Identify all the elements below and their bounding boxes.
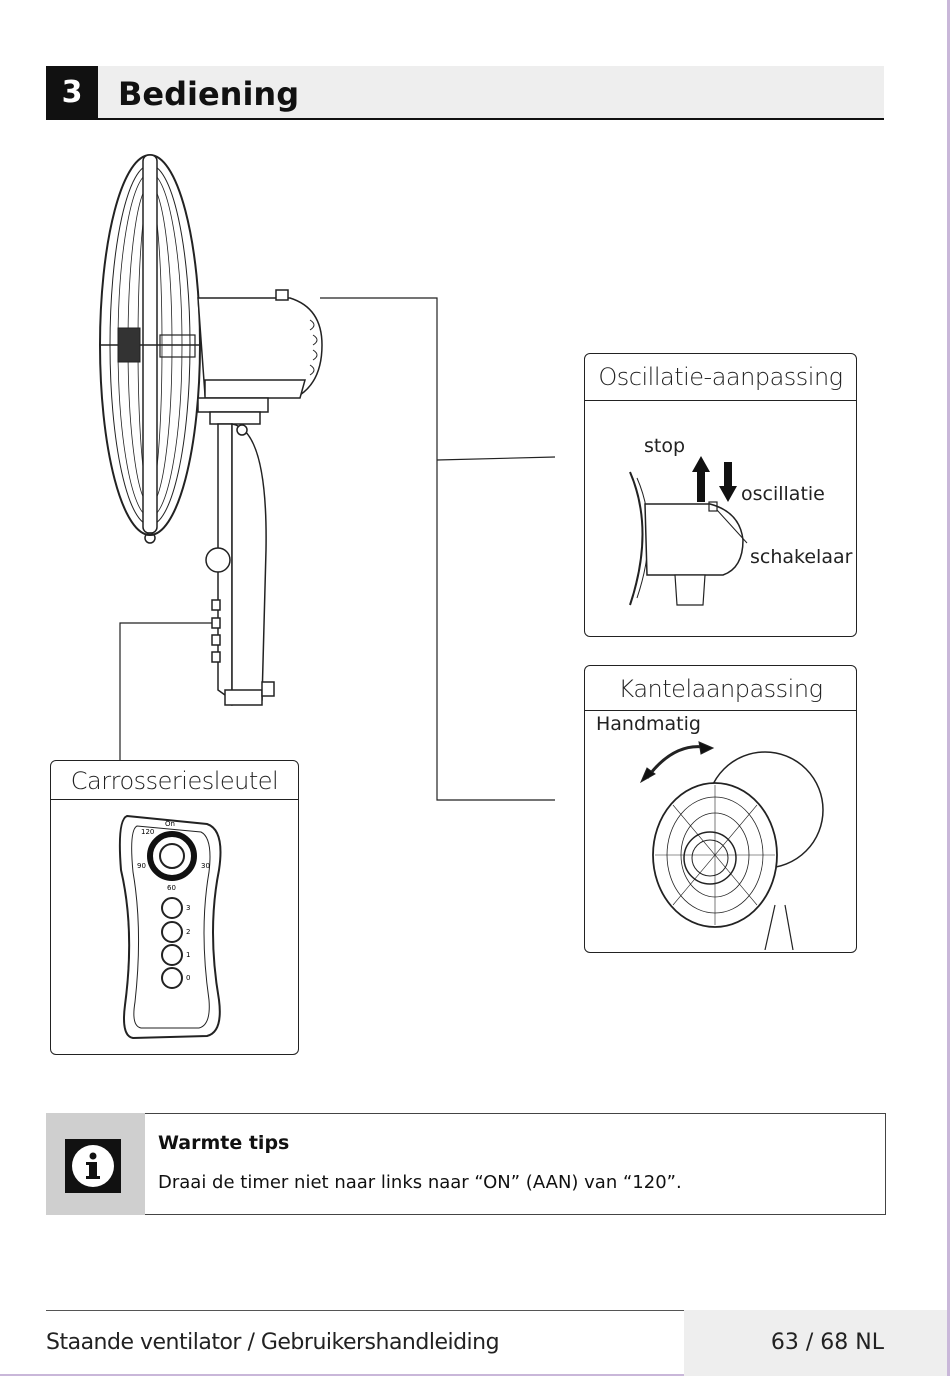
switch-label: schakelaar [750, 546, 852, 568]
footer-document-title: Staande ventilator / Gebruikershandleidi… [46, 1330, 499, 1355]
speed-button-2[interactable] [162, 922, 182, 942]
timer-label: 60 [167, 884, 176, 892]
timer-label: 30 [201, 862, 210, 870]
section-title: Bediening [118, 72, 299, 116]
footer-page-number: 63 / 68 NL [760, 1330, 884, 1355]
speed-label: 2 [186, 928, 190, 936]
connector-lines [120, 298, 555, 800]
section-number: 3 [46, 66, 98, 118]
oscillation-illustration [585, 400, 855, 634]
body-switch-title: Carrosseriesleutel [51, 761, 298, 800]
tilt-illustration [585, 730, 855, 950]
tip-box [46, 1113, 886, 1215]
control-panel-illustration: On 30 60 90 120 3 2 1 0 [115, 810, 230, 1045]
tip-title: Warmte tips [158, 1132, 289, 1154]
footer-divider [46, 1310, 684, 1311]
arrows [692, 456, 737, 502]
speed-label: 3 [186, 904, 190, 912]
oscillation-label: oscillatie [741, 483, 825, 505]
speed-button-0[interactable] [162, 968, 182, 988]
timer-label: On [165, 820, 175, 828]
timer-label: 120 [141, 828, 154, 836]
tilt-title: Kantelaanpassing [585, 666, 856, 711]
tip-text: Draai de timer niet naar links naar “ON”… [158, 1172, 682, 1193]
speed-label: 1 [186, 951, 190, 959]
oscillation-title: Oscillatie-aanpassing [585, 354, 856, 401]
speed-label: 0 [186, 974, 190, 982]
info-icon [64, 1138, 122, 1194]
speed-button-3[interactable] [162, 898, 182, 918]
timer-label: 90 [137, 862, 146, 870]
stop-label: stop [644, 435, 685, 457]
speed-button-1[interactable] [162, 945, 182, 965]
